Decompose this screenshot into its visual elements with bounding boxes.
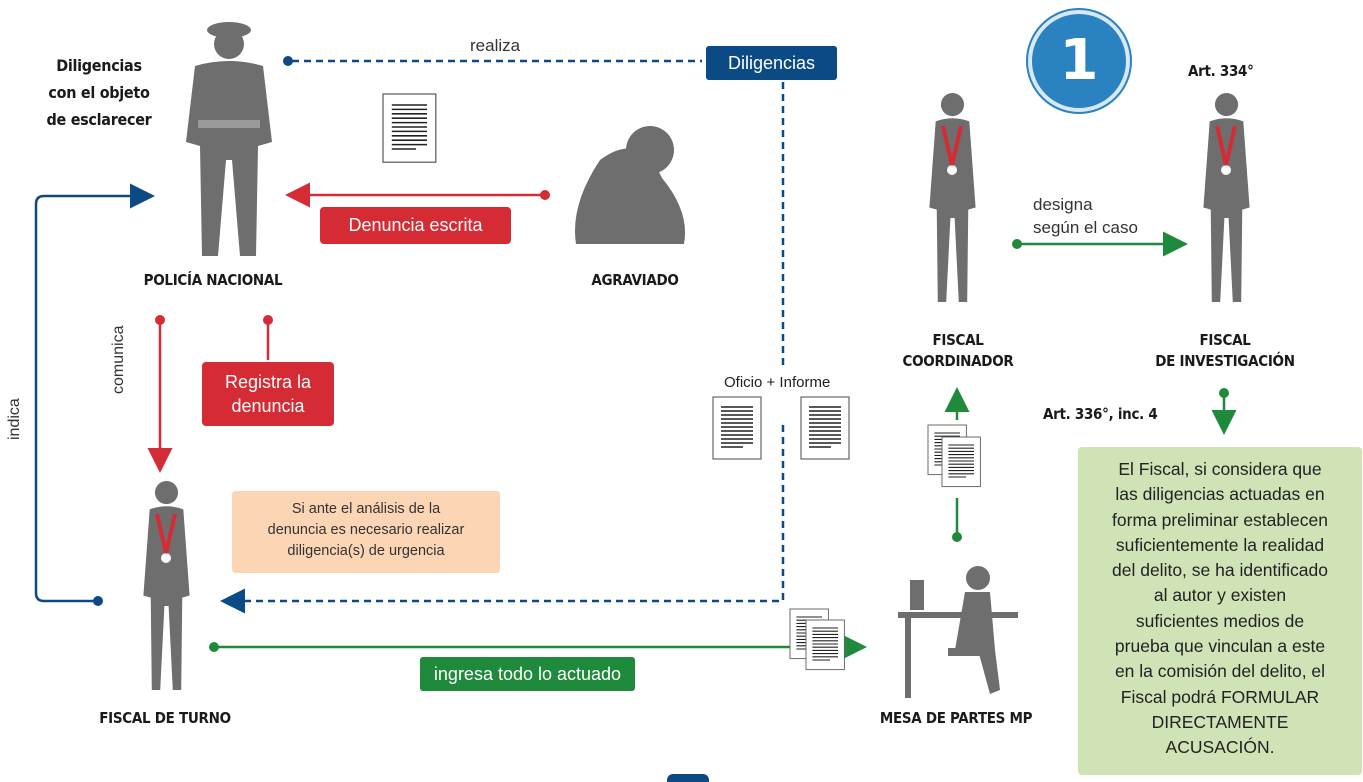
designa-connector bbox=[1012, 231, 1188, 257]
denuncia-connector bbox=[285, 182, 550, 208]
registra-line: Registra la bbox=[224, 372, 312, 392]
analisis-line: denuncia es necesario realizar bbox=[267, 522, 465, 538]
conclusion-line: en la comisión del delito, el bbox=[1114, 661, 1326, 682]
analisis-note: Si ante el análisis de la denuncia es ne… bbox=[232, 491, 500, 573]
name-line: FISCAL bbox=[932, 331, 984, 349]
caption-line: con el objeto bbox=[48, 83, 150, 102]
mesa-partes-label: MESA DE PARTES MP bbox=[879, 709, 1033, 727]
fiscal-investigacion-icon bbox=[1203, 93, 1250, 302]
conclusion-line: Fiscal podrá FORMULAR bbox=[1120, 686, 1320, 707]
analisis-line: diligencia(s) de urgencia bbox=[287, 543, 445, 559]
registra-denuncia-box: Registra la denuncia bbox=[202, 362, 334, 426]
art334-label: Art. 334° bbox=[1188, 62, 1254, 80]
conclusion-line: suficientes medios de bbox=[1135, 610, 1305, 631]
registra-line: denuncia bbox=[231, 396, 305, 416]
fiscal-coordinador-icon bbox=[929, 93, 976, 302]
denuncia-escrita-box: Denuncia escrita bbox=[320, 207, 511, 244]
desk-worker-icon bbox=[898, 566, 1018, 698]
fiscal-coordinador-label: FISCAL COORDINADOR bbox=[888, 330, 1028, 372]
designa-line: según el caso bbox=[1033, 218, 1138, 237]
conclusion-line: forma preliminar establecen bbox=[1112, 509, 1328, 530]
conclusion-line: del delito, se ha identificado bbox=[1112, 560, 1328, 581]
name-line: FISCAL bbox=[1199, 331, 1251, 349]
caption-line: Diligencias bbox=[56, 56, 142, 75]
name-line: DE INVESTIGACIÓN bbox=[1155, 352, 1295, 370]
conclusion-line: El Fiscal, si considera que bbox=[1118, 459, 1322, 479]
ingresa-connector bbox=[209, 634, 867, 660]
fiscal-ribbons bbox=[155, 125, 1237, 554]
art336-connector bbox=[1211, 388, 1237, 435]
comunica-label: comunica bbox=[110, 325, 127, 394]
fiscal-investigacion-label: FISCAL DE INVESTIGACIÓN bbox=[1145, 330, 1305, 372]
conclusion-line: al autor y existen bbox=[1153, 585, 1287, 606]
victim-icon bbox=[575, 126, 686, 244]
policia-label: POLICÍA NACIONAL bbox=[143, 271, 283, 289]
conclusion-line: prueba que vinculan a este bbox=[1114, 636, 1326, 657]
name-line: COORDINADOR bbox=[902, 352, 1014, 370]
comunica-connector bbox=[147, 315, 273, 473]
ingresa-box: ingresa todo lo actuado bbox=[420, 657, 635, 691]
step-number-badge: 1 bbox=[1028, 10, 1130, 112]
diligencias-box: Diligencias bbox=[706, 46, 837, 80]
page-tab-marker bbox=[667, 774, 709, 782]
art336-label: Art. 336°, inc. 4 bbox=[1043, 405, 1158, 423]
designa-label: designa según el caso bbox=[1033, 193, 1138, 239]
written-complaint-document-icon bbox=[382, 93, 437, 163]
caption-line: de esclarecer bbox=[46, 110, 152, 129]
file-document-icon-2 bbox=[805, 619, 845, 671]
conclusion-line: DIRECTAMENTE bbox=[1151, 711, 1289, 732]
realiza-label: realiza bbox=[470, 36, 521, 55]
fiscal-turno-label: FISCAL DE TURNO bbox=[99, 709, 231, 727]
conclusion-box: El Fiscal, si considera que las diligenc… bbox=[1078, 447, 1362, 775]
police-officer-icon bbox=[186, 22, 272, 256]
mesa-to-coordinador-connector bbox=[944, 387, 970, 542]
conclusion-line: suficientemente la realidad bbox=[1115, 534, 1325, 555]
conclusion-line: ACUSACIÓN. bbox=[1165, 737, 1275, 758]
fiscal-turno-icon bbox=[143, 481, 190, 690]
agraviado-label: AGRAVIADO bbox=[591, 271, 679, 289]
designa-line: designa bbox=[1033, 195, 1093, 214]
realiza-connector bbox=[283, 56, 702, 66]
indica-label: indica bbox=[6, 398, 23, 440]
oficio-document-icon bbox=[712, 396, 762, 460]
diligencias-caption: Diligencias con el objeto de esclarecer bbox=[40, 52, 158, 133]
informe-document-icon bbox=[800, 396, 850, 460]
oficio-informe-label: Oficio + Informe bbox=[724, 374, 831, 391]
stack-document-icon-2 bbox=[941, 436, 981, 488]
indica-connector bbox=[34, 183, 155, 606]
analisis-line: Si ante el análisis de la bbox=[291, 501, 441, 517]
conclusion-line: las diligencias actuadas en bbox=[1115, 484, 1325, 505]
